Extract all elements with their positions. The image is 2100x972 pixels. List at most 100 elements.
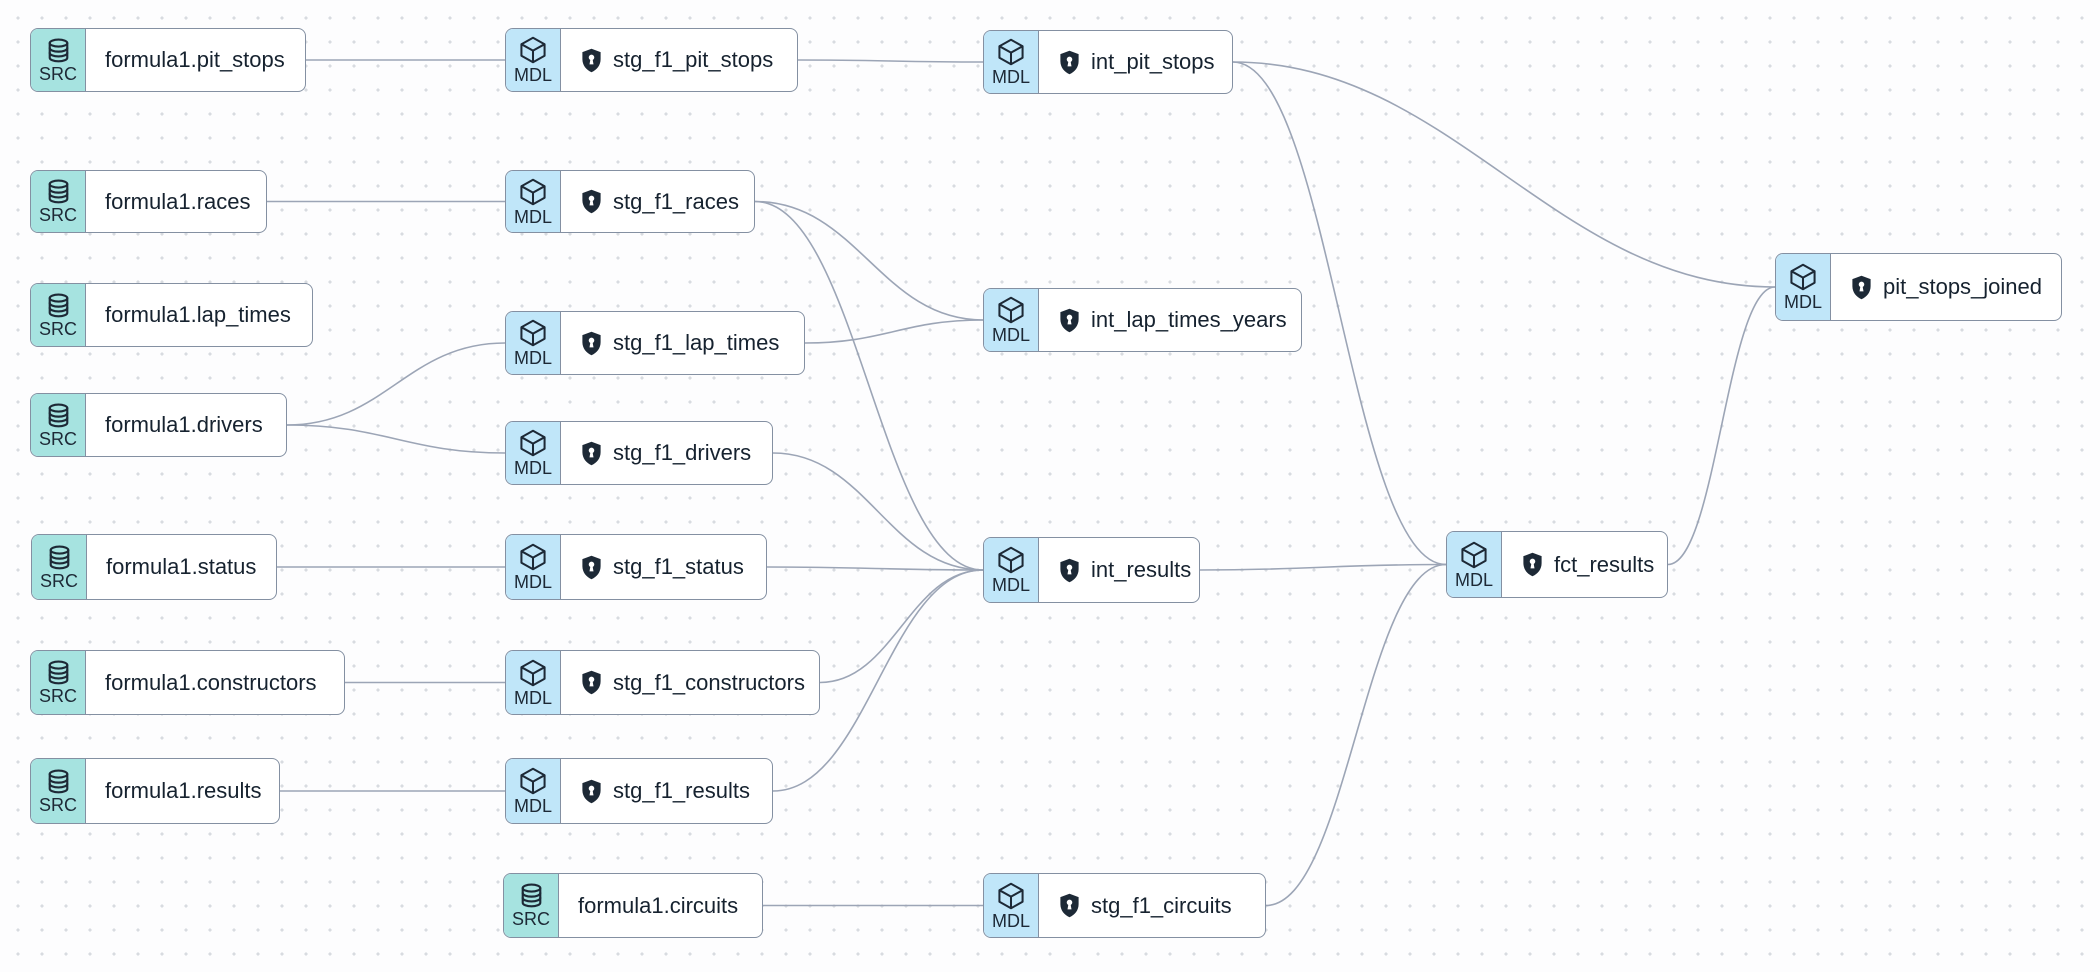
node-src_drivers[interactable]: SRC formula1.drivers: [30, 393, 287, 457]
node-label: stg_f1_status: [613, 554, 744, 579]
model-type-badge: MDL: [506, 312, 561, 374]
cube-icon: [520, 543, 546, 571]
model-type-badge: MDL: [506, 29, 561, 91]
source-type-badge: SRC: [31, 284, 86, 346]
shield-lock-icon: [1060, 893, 1079, 918]
edge-stg_f1_status-to-int_results: [766, 566, 984, 571]
shield-lock-icon: [1060, 308, 1079, 332]
cube-icon: [998, 882, 1024, 909]
database-icon: [48, 38, 68, 62]
model-type-badge: MDL: [984, 289, 1039, 351]
node-src_status[interactable]: SRC formula1.status: [31, 534, 277, 600]
node-label: int_pit_stops: [1091, 49, 1215, 74]
source-type-badge: SRC: [31, 171, 86, 232]
model-type-badge: MDL: [506, 535, 561, 599]
node-body: formula1.results: [86, 759, 279, 823]
model-type-badge: MDL: [506, 171, 561, 232]
node-label: formula1.circuits: [578, 892, 739, 918]
node-kind-label: MDL: [1783, 292, 1822, 312]
database-icon: [521, 883, 541, 908]
source-type-badge: SRC: [31, 651, 86, 714]
shield-lock-icon: [1060, 50, 1079, 74]
node-kind-label: MDL: [513, 348, 552, 368]
node-body: formula1.races: [86, 171, 266, 232]
node-body: int_lap_times_years: [1039, 289, 1301, 351]
node-body: int_pit_stops: [1039, 31, 1232, 93]
shield-lock-icon: [582, 331, 601, 355]
database-icon: [49, 545, 69, 569]
model-type-badge: MDL: [506, 651, 561, 714]
node-body: formula1.circuits: [559, 874, 762, 937]
node-body: formula1.constructors: [86, 651, 344, 714]
node-body: formula1.drivers: [86, 394, 286, 456]
node-label: formula1.status: [106, 554, 257, 579]
node-kind-label: SRC: [39, 570, 78, 591]
database-icon: [48, 293, 68, 317]
model-type-badge: MDL: [1447, 532, 1502, 597]
node-stg_f1_results[interactable]: MDL stg_f1_results: [505, 758, 773, 824]
node-body: formula1.pit_stops: [86, 29, 305, 91]
node-fct_results[interactable]: MDL fct_results: [1446, 531, 1668, 598]
edge-int_pit_stops-to-pit_stops_joined: [1232, 61, 1776, 288]
node-label: stg_f1_constructors: [613, 669, 805, 695]
node-label: stg_f1_drivers: [613, 440, 752, 465]
edge-stg_f1_results-to-int_results: [772, 569, 984, 792]
node-stg_f1_lap_times[interactable]: MDL stg_f1_lap_times: [505, 311, 805, 375]
node-kind-label: SRC: [38, 318, 77, 339]
cube-icon: [998, 38, 1024, 66]
edge-stg_f1_pit_stops-to-int_pit_stops: [797, 59, 984, 63]
node-label: stg_f1_results: [613, 778, 750, 803]
shield-lock-icon: [582, 441, 601, 465]
node-stg_f1_status[interactable]: MDL stg_f1_status: [505, 534, 767, 600]
node-kind-label: MDL: [1454, 569, 1493, 590]
node-stg_f1_races[interactable]: MDL stg_f1_races: [505, 170, 755, 233]
node-src_races[interactable]: SRC formula1.races: [30, 170, 267, 233]
cube-icon: [520, 178, 546, 205]
edge-int_results-to-fct_results: [1199, 563, 1447, 571]
node-kind-label: MDL: [991, 910, 1030, 931]
node-body: stg_f1_lap_times: [561, 312, 804, 374]
node-kind-label: SRC: [38, 794, 77, 815]
database-icon: [48, 769, 68, 793]
node-pit_stops_joined[interactable]: MDL pit_stops_joined: [1775, 253, 2062, 321]
database-icon: [48, 403, 68, 427]
node-kind-label: MDL: [513, 796, 552, 816]
edge-stg_f1_lap_times-to-int_lap_times_years: [804, 319, 984, 344]
edge-stg_f1_circuits-to-fct_results: [1265, 563, 1447, 907]
node-src_results[interactable]: SRC formula1.results: [30, 758, 280, 824]
shield-lock-icon: [1852, 275, 1871, 299]
node-label: pit_stops_joined: [1883, 274, 2043, 299]
source-type-badge: SRC: [31, 394, 86, 456]
node-label: int_results: [1091, 557, 1192, 582]
node-body: pit_stops_joined: [1831, 254, 2061, 320]
cube-icon: [520, 319, 546, 347]
node-label: formula1.drivers: [105, 412, 263, 437]
model-type-badge: MDL: [506, 759, 561, 823]
shield-lock-icon: [1060, 558, 1079, 582]
database-icon: [48, 660, 68, 685]
node-kind-label: MDL: [991, 325, 1030, 345]
shield-lock-icon: [582, 670, 601, 695]
node-int_lap_times_years[interactable]: MDL int_lap_times_years: [983, 288, 1302, 352]
source-type-badge: SRC: [32, 535, 87, 599]
node-kind-label: MDL: [513, 206, 552, 227]
node-label: fct_results: [1554, 551, 1655, 577]
cube-icon: [998, 296, 1024, 324]
node-kind-label: SRC: [38, 205, 77, 225]
edge-stg_f1_drivers-to-int_results: [772, 452, 984, 571]
node-stg_f1_constructors[interactable]: MDL stg_f1_constructors: [505, 650, 820, 715]
node-label: int_lap_times_years: [1091, 307, 1287, 332]
shield-lock-icon: [582, 48, 601, 72]
node-label: stg_f1_races: [613, 188, 739, 214]
